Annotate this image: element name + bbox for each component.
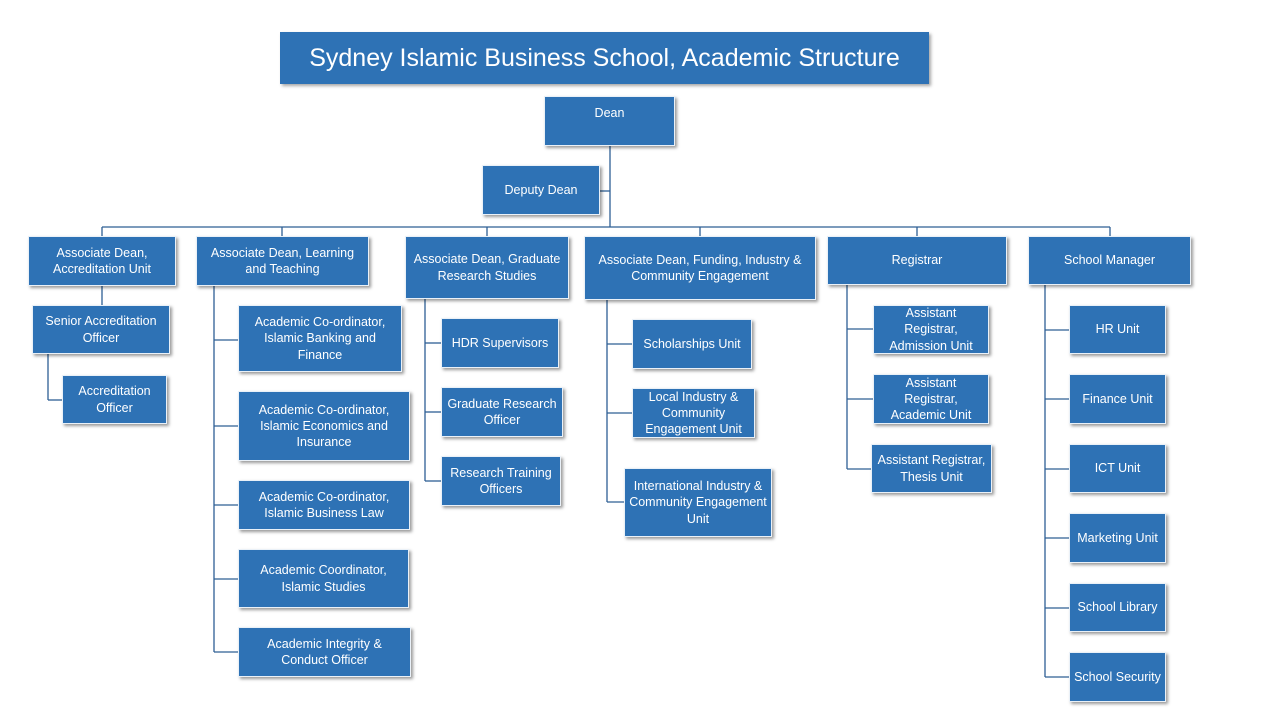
node-assistant-registrar-thesis: Assistant Registrar, Thesis Unit xyxy=(871,444,992,493)
node-graduate-research-officer: Graduate Research Officer xyxy=(441,387,563,437)
node-associate-dean-accreditation: Associate Dean, Accreditation Unit xyxy=(28,236,176,286)
chart-title: Sydney Islamic Business School, Academic… xyxy=(280,32,929,84)
node-associate-dean-graduate: Associate Dean, Graduate Research Studie… xyxy=(405,236,569,299)
node-accreditation-officer: Accreditation Officer xyxy=(62,375,167,424)
node-integrity-officer: Academic Integrity & Conduct Officer xyxy=(238,627,411,677)
node-school-manager: School Manager xyxy=(1028,236,1191,285)
node-ict-unit: ICT Unit xyxy=(1069,444,1166,493)
node-coordinator-business-law: Academic Co-ordinator, Islamic Business … xyxy=(238,480,410,530)
node-deputy-dean: Deputy Dean xyxy=(482,165,600,215)
node-senior-accreditation-officer: Senior Accreditation Officer xyxy=(32,305,170,354)
node-hr-unit: HR Unit xyxy=(1069,305,1166,354)
node-school-security: School Security xyxy=(1069,652,1166,702)
node-assistant-registrar-academic: Assistant Registrar, Academic Unit xyxy=(873,374,989,424)
node-school-library: School Library xyxy=(1069,583,1166,632)
node-scholarships-unit: Scholarships Unit xyxy=(632,319,752,369)
node-assistant-registrar-admission: Assistant Registrar, Admission Unit xyxy=(873,305,989,354)
node-hdr-supervisors: HDR Supervisors xyxy=(441,318,559,368)
node-dean: Dean xyxy=(544,96,675,146)
node-registrar: Registrar xyxy=(827,236,1007,285)
node-finance-unit: Finance Unit xyxy=(1069,374,1166,424)
node-research-training-officers: Research Training Officers xyxy=(441,456,561,506)
node-coordinator-banking-finance: Academic Co-ordinator, Islamic Banking a… xyxy=(238,305,402,372)
node-coordinator-economics-insurance: Academic Co-ordinator, Islamic Economics… xyxy=(238,391,410,461)
node-international-industry-unit: International Industry & Community Engag… xyxy=(624,468,772,537)
node-associate-dean-funding: Associate Dean, Funding, Industry & Comm… xyxy=(584,236,816,300)
node-coordinator-islamic-studies: Academic Coordinator, Islamic Studies xyxy=(238,549,409,608)
node-marketing-unit: Marketing Unit xyxy=(1069,513,1166,563)
node-local-industry-unit: Local Industry & Community Engagement Un… xyxy=(632,388,755,438)
node-associate-dean-learning: Associate Dean, Learning and Teaching xyxy=(196,236,369,286)
